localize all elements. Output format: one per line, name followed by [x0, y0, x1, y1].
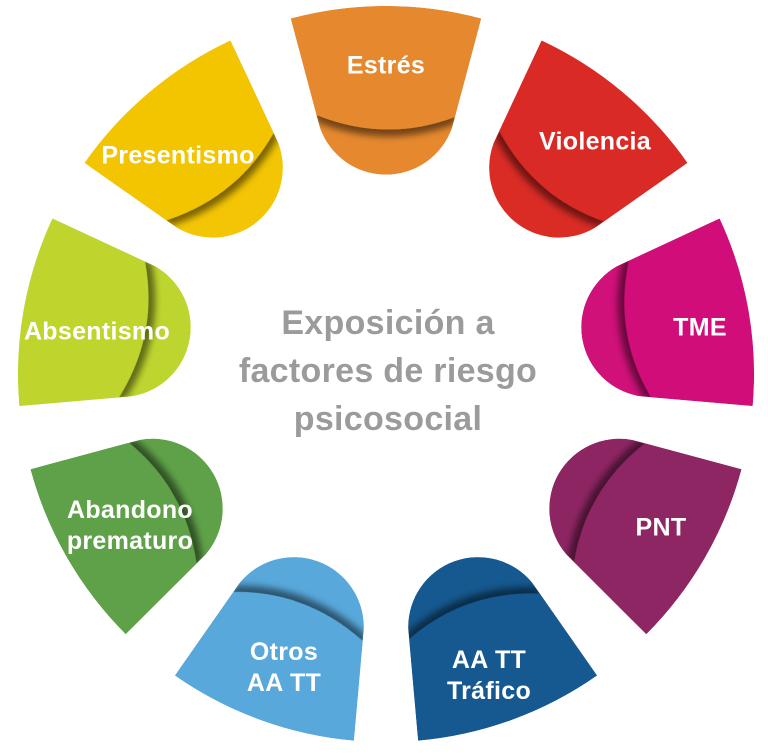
diagram-title: Exposición a factores de riesgo psicosoc… — [148, 299, 628, 443]
petal-presentismo — [76, 30, 331, 283]
petal-outer-body-otros-aatt — [170, 571, 392, 753]
diagram-title-line: psicosocial — [293, 400, 483, 438]
petal-aatt-trafico — [364, 528, 602, 753]
diagram-title-line: Exposición a — [281, 304, 495, 342]
petal-estres — [290, 5, 482, 175]
diagram-title-line: factores de riesgo — [238, 352, 538, 390]
petal-outer-body-aatt-trafico — [380, 571, 602, 753]
petal-violencia — [441, 30, 696, 283]
petal-outer-body-estres — [290, 5, 482, 130]
petal-otros-aatt — [170, 528, 408, 753]
